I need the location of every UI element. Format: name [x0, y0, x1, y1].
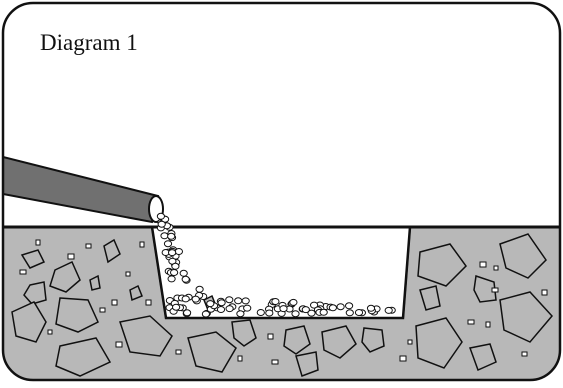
pebble [492, 288, 498, 292]
pellet [226, 297, 233, 303]
pellet [158, 221, 165, 227]
pebble [116, 342, 122, 347]
pebble [112, 300, 117, 305]
pebble [36, 240, 40, 245]
pellet [226, 306, 233, 312]
pellet [207, 301, 214, 307]
pellet [235, 298, 242, 304]
pebble [176, 350, 181, 354]
pellet [329, 305, 336, 311]
pellet [192, 296, 199, 302]
pellet [169, 250, 176, 256]
pellet [302, 307, 309, 313]
pebble [146, 300, 151, 305]
pebble [20, 270, 26, 274]
pellet [168, 276, 175, 282]
pellet [355, 310, 362, 316]
pellet [182, 296, 189, 302]
pebble [486, 322, 490, 327]
pellet [180, 270, 187, 276]
pebble [494, 266, 498, 270]
pellet [266, 310, 273, 316]
pebble [522, 352, 527, 356]
pellet [337, 304, 344, 310]
pellet [346, 303, 353, 309]
pellet [346, 310, 353, 316]
pipe [3, 157, 158, 222]
pebble [100, 308, 105, 312]
pellet [182, 276, 189, 282]
pellet [172, 263, 179, 269]
pebble [268, 334, 273, 339]
pebble [140, 242, 144, 247]
pebble [468, 320, 474, 324]
pebble [238, 356, 242, 361]
pellet [320, 309, 327, 315]
pellet [290, 299, 297, 305]
pellet [218, 300, 225, 306]
pellet [171, 270, 178, 276]
pellet [173, 304, 180, 310]
pebble [272, 360, 278, 364]
pellet [157, 213, 164, 219]
pellet [280, 306, 287, 312]
pebble [542, 290, 547, 295]
pebble [86, 244, 91, 248]
pellet [196, 286, 203, 292]
pellet [272, 299, 279, 305]
pellet [244, 305, 251, 311]
pebble [480, 262, 486, 267]
pellet [237, 311, 244, 317]
pellet [164, 241, 171, 247]
pellet [367, 305, 374, 311]
diagram-title: Diagram 1 [40, 30, 138, 56]
pellet [217, 307, 224, 313]
pellet [184, 310, 191, 316]
pebble [408, 340, 412, 344]
pellet [292, 311, 299, 317]
pellet [161, 233, 168, 239]
pellet [257, 310, 264, 316]
pebble [126, 272, 130, 276]
pebble [68, 254, 74, 259]
pebble [400, 356, 406, 361]
pellet [242, 298, 249, 304]
pellet [385, 307, 392, 313]
pellet [168, 233, 175, 239]
pebble [48, 330, 52, 334]
pellet [175, 249, 182, 255]
